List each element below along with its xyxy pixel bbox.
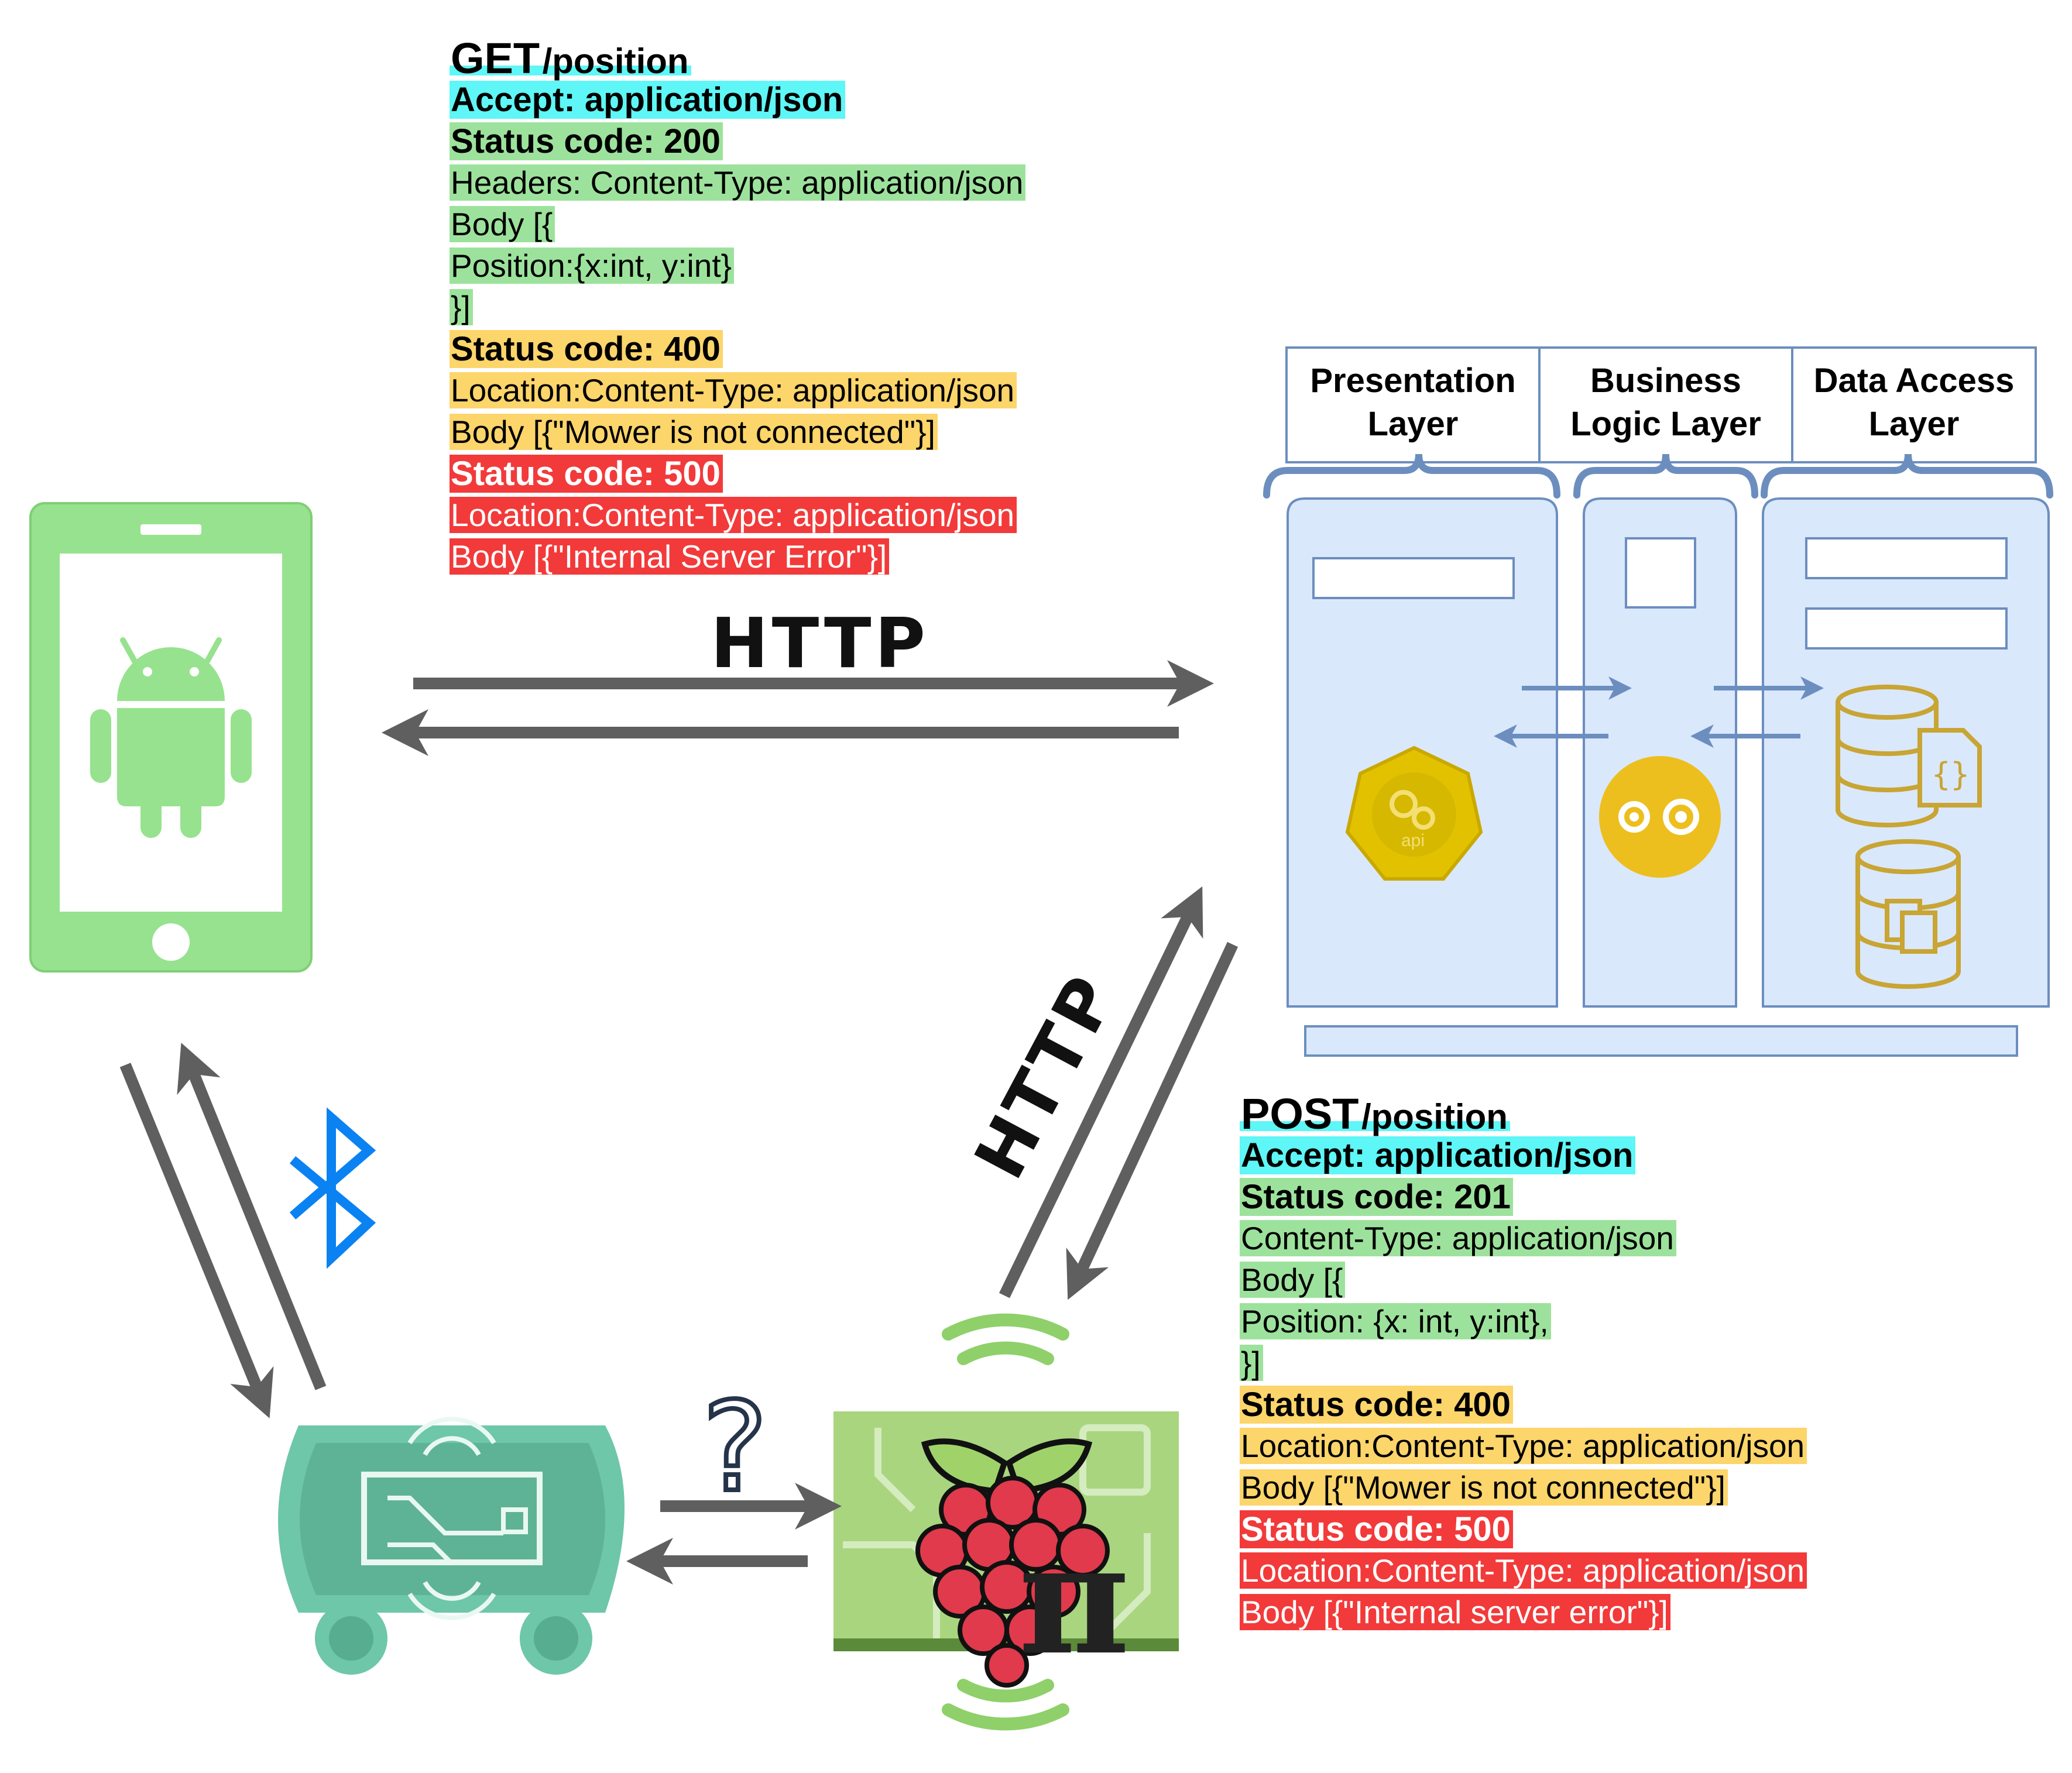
database-icon: {} xyxy=(1836,685,1982,827)
server-architecture: api {} xyxy=(1263,346,2053,1057)
mower-to-phone-arrow xyxy=(177,1043,327,1390)
raspberry-pi-icon: π xyxy=(833,1313,1179,1731)
android-phone-icon xyxy=(29,502,313,973)
get-location-400: Location:Content-Type: application/json xyxy=(450,372,1017,408)
post-accept-header: Accept: application/json xyxy=(1240,1136,1636,1174)
post-status-201: Status code: 201 xyxy=(1240,1178,1513,1216)
post-request-spec: POST /position Accept: application/json … xyxy=(1240,1092,1807,1633)
get-body-400: Body [{"Mower is not connected"}] xyxy=(450,414,938,450)
get-headers-200: Headers: Content-Type: application/json xyxy=(450,164,1026,201)
get-request-spec: GET /position Accept: application/json S… xyxy=(450,37,1026,578)
get-status-400: Status code: 400 xyxy=(450,330,723,368)
svg-text:{}: {} xyxy=(1932,756,1970,793)
internal-flow-arrows xyxy=(1494,676,1824,748)
post-body-close: }] xyxy=(1240,1345,1263,1381)
get-request-line: GET /position xyxy=(450,37,1025,81)
get-body-close: }] xyxy=(450,289,473,325)
get-status-200: Status code: 200 xyxy=(450,122,723,160)
layer-label-business-logic: Business Logic Layer xyxy=(1570,362,1761,443)
svg-text:π: π xyxy=(1018,1510,1130,1689)
post-request-line: POST /position xyxy=(1240,1092,1807,1136)
svg-text:api: api xyxy=(1401,831,1425,850)
get-body-500: Body [{"Internal Server Error"}] xyxy=(450,538,890,575)
get-location-500: Location:Content-Type: application/json xyxy=(450,497,1017,533)
post-body-400: Body [{"Mower is not connected"}] xyxy=(1240,1469,1728,1506)
raspberry-berry xyxy=(915,1476,1110,1688)
layer-placeholder-boxes xyxy=(1312,537,2008,650)
get-status-500: Status code: 500 xyxy=(450,455,723,493)
android-robot-icon xyxy=(90,637,252,838)
get-accept-header: Accept: application/json xyxy=(450,81,846,119)
post-content-type-201: Content-Type: application/json xyxy=(1240,1220,1676,1256)
post-location-400: Location:Content-Type: application/json xyxy=(1240,1428,1807,1464)
connection-arrows xyxy=(119,660,1239,1585)
mower-robot-icon xyxy=(278,1417,625,1675)
http-label-phone-server: HTTP xyxy=(711,603,929,683)
post-position-line: Position: {x: int, y:int}, xyxy=(1240,1303,1551,1339)
layer-label-data-access: Data Access Layer xyxy=(1813,362,2015,443)
post-body-500: Body [{"Internal server error"}] xyxy=(1240,1594,1670,1630)
bluetooth-icon xyxy=(289,1107,376,1269)
gears-icon xyxy=(1599,756,1721,878)
get-position-line: Position:{x:int, y:int} xyxy=(450,248,734,284)
layer-header-boxes xyxy=(1285,346,2037,463)
post-location-500: Location:Content-Type: application/json xyxy=(1240,1552,1807,1589)
layer-label-presentation: Presentation Layer xyxy=(1310,362,1516,443)
post-status-400: Status code: 400 xyxy=(1240,1386,1513,1424)
database-documents-icon xyxy=(1855,839,1961,989)
post-status-500: Status code: 500 xyxy=(1240,1510,1513,1548)
pi-to-server-arrow xyxy=(999,886,1203,1298)
unknown-protocol-label: ? xyxy=(702,1376,767,1519)
phone-to-mower-arrow xyxy=(119,1063,274,1418)
post-body-open: Body [{ xyxy=(1240,1262,1346,1298)
get-body-open: Body [{ xyxy=(450,206,555,242)
layer-braces xyxy=(1263,453,2053,499)
api-heptagon-icon: api xyxy=(1345,745,1483,881)
server-to-pi-arrow xyxy=(1066,942,1239,1300)
